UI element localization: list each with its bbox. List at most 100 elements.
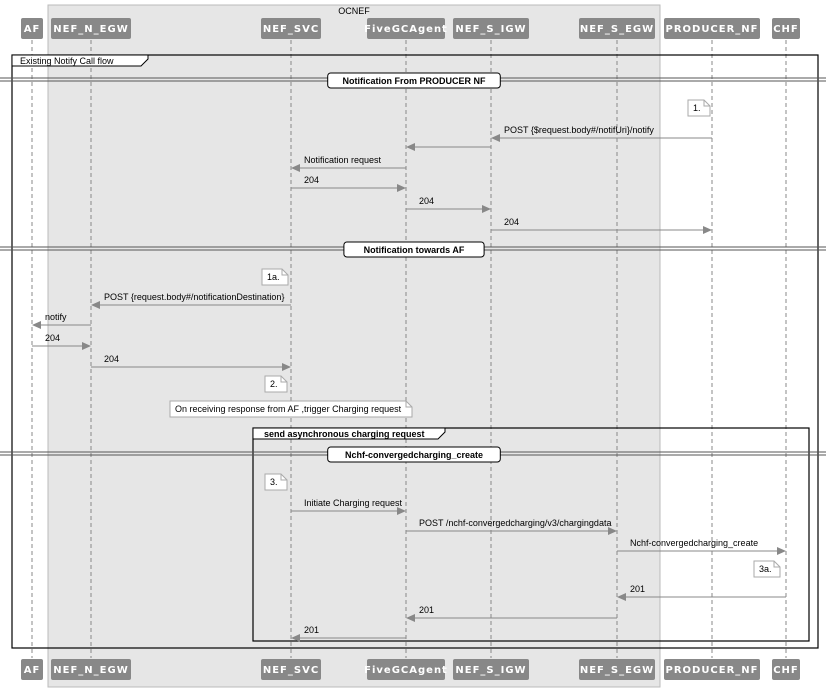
divider-label: Nchf-convergedcharging_create (345, 450, 483, 460)
message-arrowhead (32, 321, 41, 329)
message-label: Initiate Charging request (304, 498, 403, 508)
participant-label: AF (24, 24, 41, 35)
inner-group-frame (252, 427, 810, 642)
participant-chf-top: CHF (772, 18, 800, 39)
message-arrowhead (777, 547, 786, 555)
participant-label: NEF_SVC (263, 24, 319, 35)
participant-box (772, 659, 800, 680)
participant-box (21, 659, 43, 680)
group-title: Existing Notify Call flow (20, 56, 114, 66)
participant-box (261, 18, 321, 39)
message-label: 204 (419, 196, 434, 206)
message-arrowhead (291, 634, 300, 642)
participant-box (367, 18, 445, 39)
message-label: notify (45, 312, 67, 322)
message-arrowhead (91, 301, 100, 309)
message-label: Nchf-convergedcharging_create (630, 538, 758, 548)
participant-box (453, 18, 529, 39)
note-text: 2. (270, 379, 278, 389)
note-fold (280, 474, 287, 481)
participant-producer-bottom: PRODUCER_NF (664, 659, 760, 680)
participant-af-top: AF (21, 18, 43, 39)
participant-label: NEF_S_EGW (580, 24, 654, 35)
group-frame (11, 54, 819, 649)
participant-nef_s_egw-top: NEF_S_EGW (579, 18, 655, 39)
message (406, 143, 491, 151)
participant-fivegc-top: FiveGCAgent (364, 18, 448, 39)
inner-group-title: send asynchronous charging request (264, 429, 425, 439)
participant-box (261, 659, 321, 680)
note: 1a. (261, 268, 289, 286)
ocnef-title: OCNEF (338, 6, 370, 16)
message-label: 201 (304, 625, 319, 635)
message-arrowhead (482, 205, 491, 213)
participant-label: NEF_S_IGW (455, 24, 526, 35)
message: 204 (406, 196, 491, 213)
message-arrowhead (397, 184, 406, 192)
message: notify (32, 312, 91, 329)
note-text: 3. (270, 477, 278, 487)
divider-box (327, 446, 501, 463)
note-fold (773, 561, 780, 568)
participant-nef_svc-bottom: NEF_SVC (261, 659, 321, 680)
note-shape (169, 400, 413, 418)
participant-producer-top: PRODUCER_NF (664, 18, 760, 39)
message-arrowhead (406, 143, 415, 151)
message: 204 (32, 333, 91, 350)
participant-box (51, 18, 131, 39)
divider-box (327, 72, 501, 89)
participant-box (579, 18, 655, 39)
divider-label: Notification From PRODUCER NF (343, 76, 487, 86)
participant-box (367, 659, 445, 680)
message-label: POST /nchf-convergedcharging/v3/charging… (419, 518, 611, 528)
message-arrowhead (406, 614, 415, 622)
message: 201 (291, 625, 406, 642)
group-tab (11, 54, 149, 67)
participant-nef_s_igw-bottom: NEF_S_IGW (453, 659, 529, 680)
divider: Notification From PRODUCER NF (0, 72, 826, 89)
participant-box (453, 659, 529, 680)
message: POST {request.body#/notificationDestinat… (91, 292, 291, 309)
message: 201 (406, 605, 617, 622)
ocnef-box (47, 4, 661, 688)
participant-nef_svc-top: NEF_SVC (261, 18, 321, 39)
message: 201 (617, 584, 786, 601)
participant-box (664, 18, 760, 39)
note: 2. (264, 375, 288, 393)
divider-label: Notification towards AF (364, 245, 465, 255)
message: 204 (91, 354, 291, 371)
message-arrowhead (291, 164, 300, 172)
message-label: 204 (104, 354, 119, 364)
message: 204 (491, 217, 712, 234)
message-arrowhead (703, 226, 712, 234)
note: On receiving response from AF ,trigger C… (169, 400, 413, 418)
participant-label: NEF_S_EGW (580, 665, 654, 676)
message-arrowhead (617, 593, 626, 601)
message-label: 204 (45, 333, 60, 343)
participant-label: PRODUCER_NF (665, 665, 758, 676)
message: 204 (291, 175, 406, 192)
divider: Nchf-convergedcharging_create (0, 446, 826, 463)
participant-box (579, 659, 655, 680)
note-text: 1. (693, 103, 701, 113)
participant-label: NEF_SVC (263, 665, 319, 676)
participant-box (51, 659, 131, 680)
inner-group-tab (252, 427, 446, 440)
participant-af-bottom: AF (21, 659, 43, 680)
participant-label: AF (24, 665, 41, 676)
note-fold (405, 401, 412, 408)
participant-nef_n_egw-bottom: NEF_N_EGW (51, 659, 131, 680)
participant-label: FiveGCAgent (364, 665, 448, 676)
message-label: 201 (630, 584, 645, 594)
participant-label: FiveGCAgent (364, 24, 448, 35)
note-fold (281, 269, 288, 276)
message: Initiate Charging request (291, 498, 406, 515)
note: 1. (687, 99, 711, 117)
note: 3. (264, 473, 288, 491)
participant-label: NEF_N_EGW (53, 24, 128, 35)
participant-label: NEF_S_IGW (455, 665, 526, 676)
message: Notification request (291, 155, 406, 172)
message: POST {$request.body#/notifUri}/notify (491, 125, 712, 142)
note-fold (703, 100, 710, 107)
